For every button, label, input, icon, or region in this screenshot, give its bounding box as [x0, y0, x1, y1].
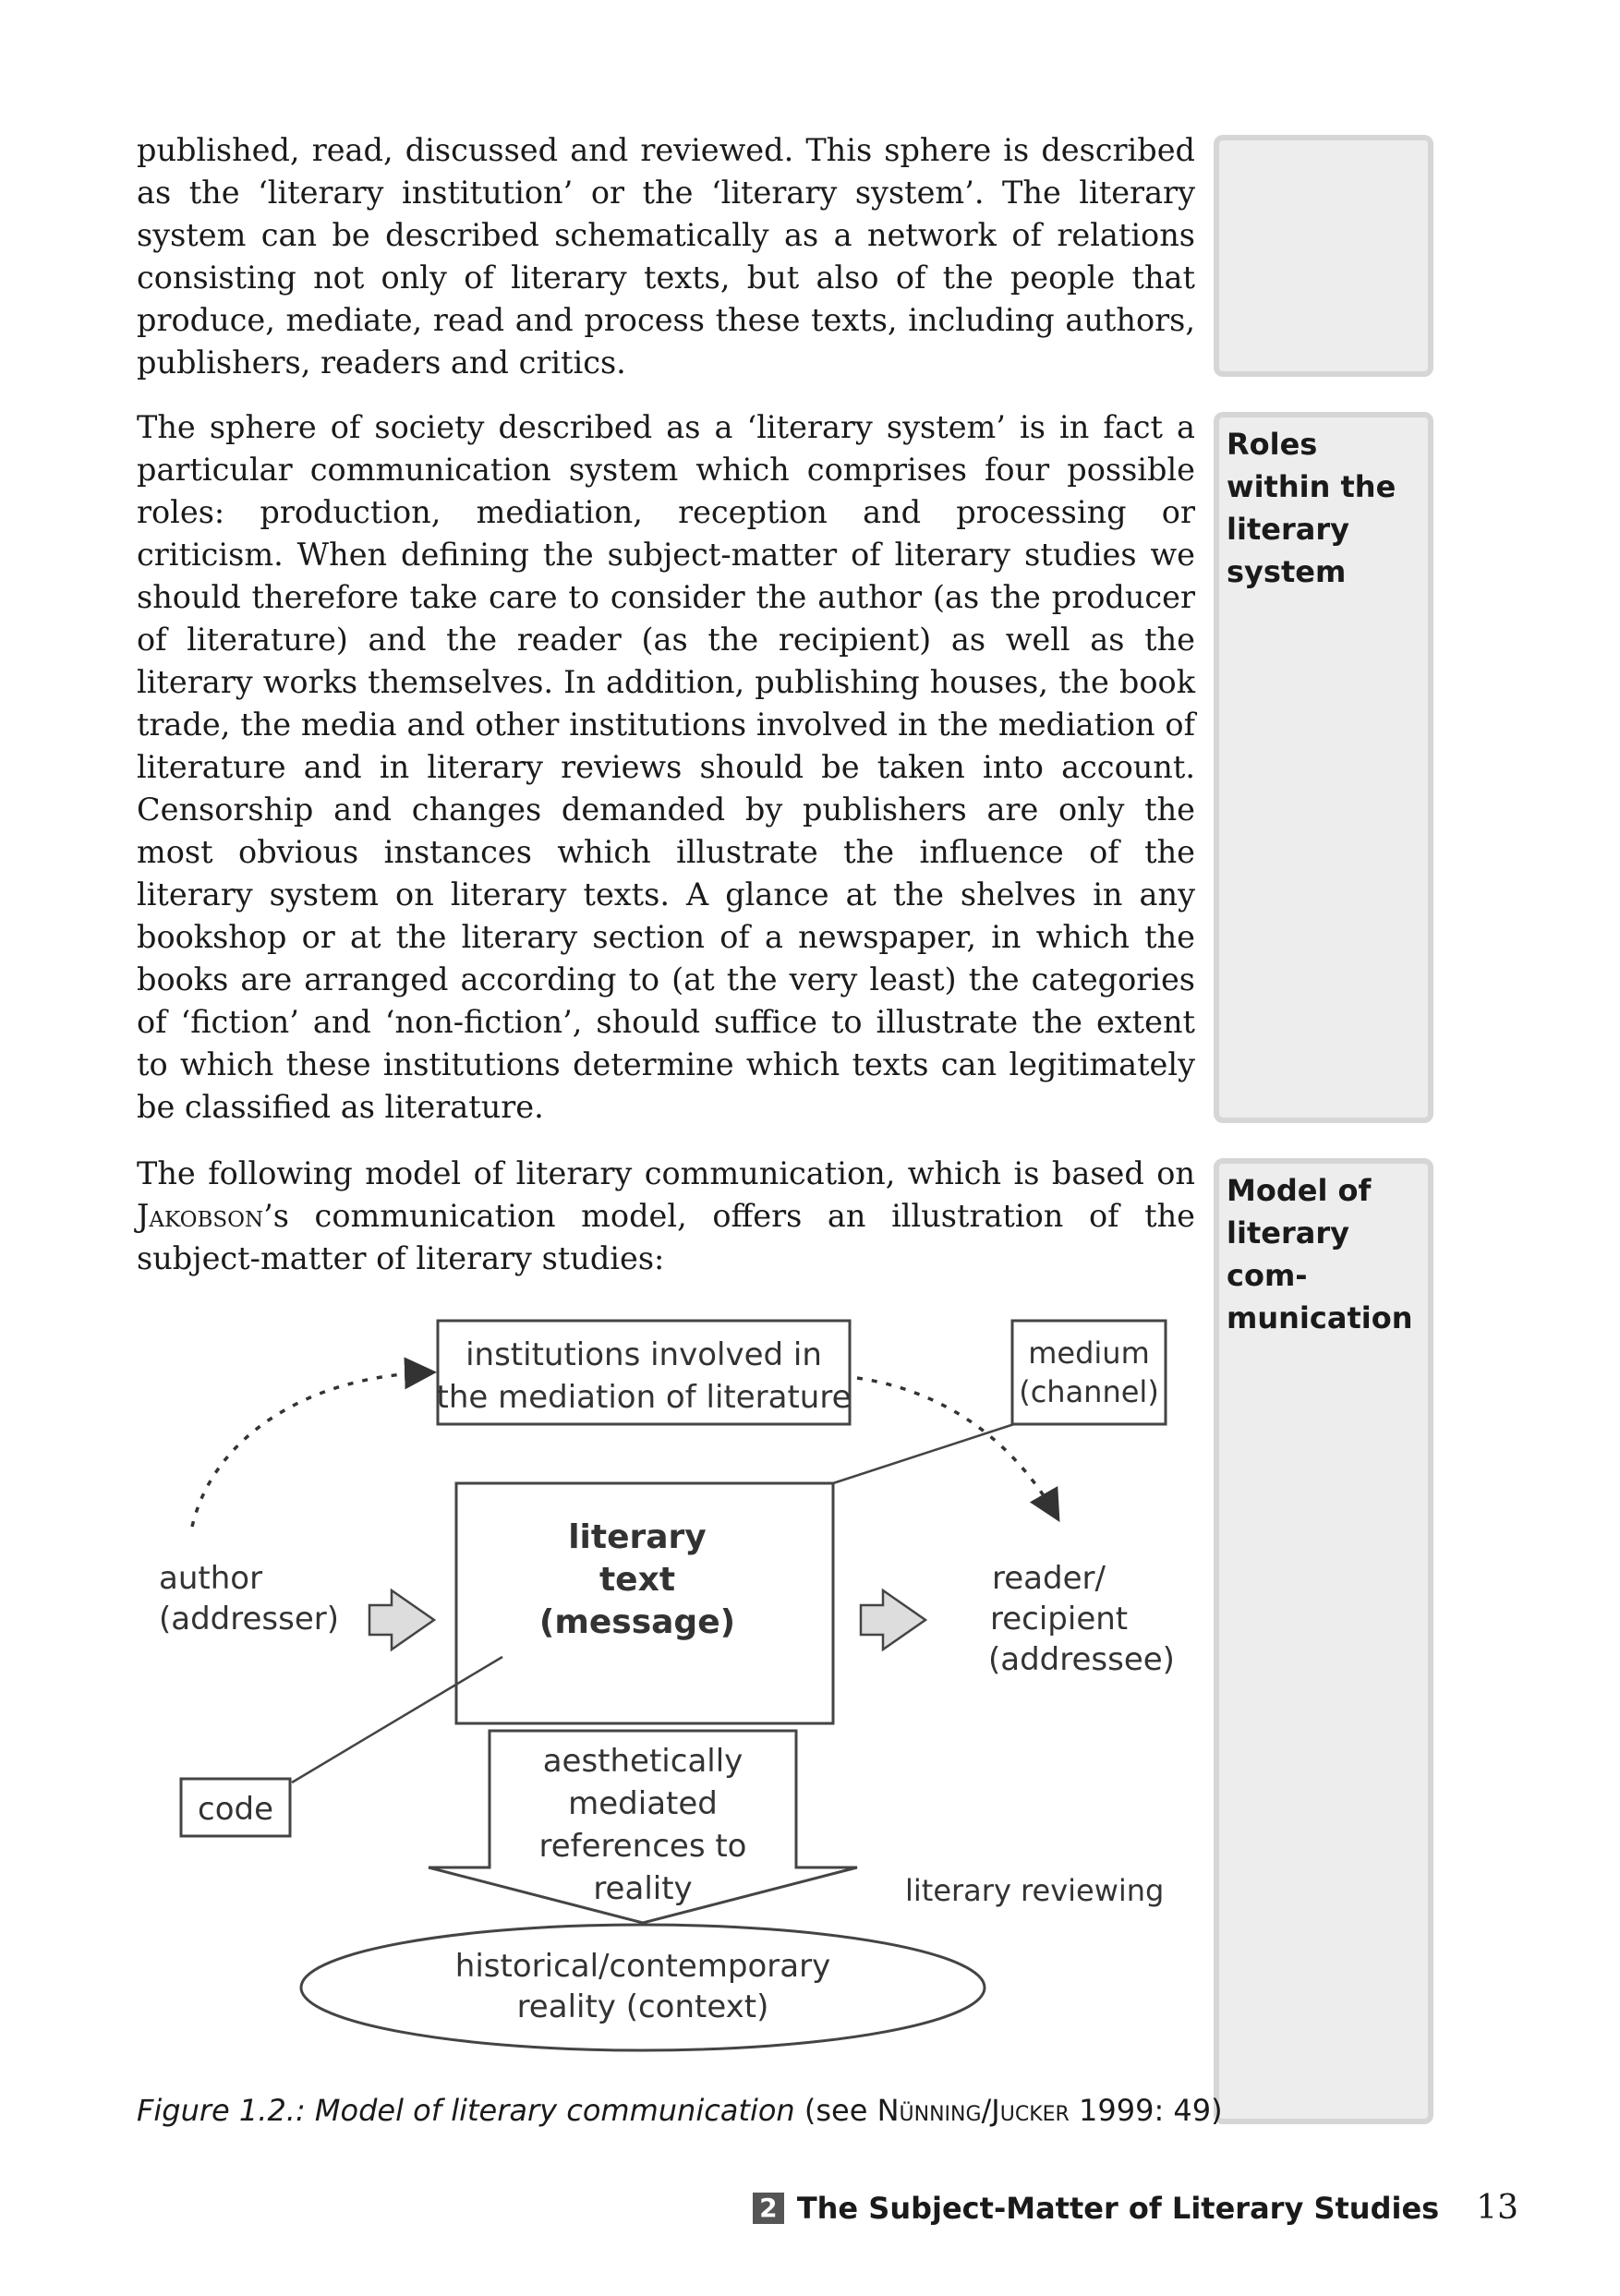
code-box: [179, 1777, 292, 1838]
institutions-box: [436, 1319, 852, 1426]
medium-line-2: (channel): [1019, 1374, 1159, 1409]
sidebar-box-roles: Roles within the literary system: [1214, 412, 1433, 1123]
medium-line-1: medium: [1028, 1335, 1150, 1371]
author-line-2: (addresser): [159, 1601, 339, 1637]
caption-year: 1999: 49): [1069, 2093, 1223, 2128]
paragraph-2: The sphere of society described as a ‘li…: [137, 409, 1195, 1125]
page-footer: 2 The Subject-Matter of Literary Studies…: [752, 2187, 1518, 2230]
caption-authors: Nünning/Jucker: [876, 2093, 1070, 2128]
figure-caption: Figure 1.2.: Model of literary communica…: [137, 2089, 1223, 2132]
page-number: 13: [1476, 2189, 1518, 2227]
author-line-1: author: [159, 1560, 262, 1597]
reader-line-3: (addressee): [988, 1641, 1175, 1678]
references-line-3: references to: [538, 1828, 746, 1865]
literary-text-line-2: text: [599, 1561, 675, 1599]
medium-box: [1010, 1319, 1167, 1426]
chapter-title: The Subject-Matter of Literary Studies: [796, 2191, 1440, 2226]
literary-text-line-3: (message): [539, 1603, 735, 1641]
author-to-text-arrow: [368, 1588, 437, 1652]
text-to-reader-arrow: [859, 1588, 928, 1652]
paragraph-3-end: ’s communication model, offers an illust…: [137, 1198, 1195, 1276]
sidebar-label-model: Model of literary com-munication: [1227, 1173, 1413, 1335]
code-connector: [291, 1655, 503, 1784]
literary-reviewing-label: literary reviewing: [905, 1873, 1164, 1908]
paragraph-3-start: The following model of literary communic…: [137, 1155, 1195, 1191]
references-line-4: reality: [593, 1870, 692, 1907]
literary-text-box: [454, 1481, 835, 1725]
dashed-arc-left: [190, 1357, 437, 1528]
institutions-line-2: the mediation of literature: [436, 1379, 851, 1416]
references-line-2: mediated: [568, 1785, 718, 1822]
sidebar-label-roles: Roles within the literary system: [1227, 427, 1396, 589]
code-label: code: [198, 1791, 273, 1828]
communication-model-diagram: institutions involved in the mediation o…: [159, 1319, 1175, 2052]
chapter-number-badge: 2: [752, 2193, 784, 2224]
references-arrow: [428, 1729, 858, 1925]
reality-line-2: reality (context): [517, 1988, 769, 2025]
sidebar-box-1: [1214, 135, 1433, 377]
reader-line-2: recipient: [990, 1601, 1128, 1637]
references-line-1: aesthetically: [543, 1743, 744, 1780]
literary-text-line-1: literary: [568, 1518, 707, 1556]
figure-title: Figure 1.2.: Model of literary communica…: [137, 2093, 795, 2128]
reality-line-1: historical/contemporary: [455, 1948, 830, 1985]
institutions-line-1: institutions involved in: [465, 1336, 822, 1373]
sidebar-box-model: Model of literary com-munication: [1214, 1158, 1433, 2124]
medium-connector: [832, 1422, 1015, 1485]
caption-see: (see: [794, 2093, 877, 2128]
reality-ellipse: [299, 1923, 986, 2052]
paragraph-3: The following model of literary communic…: [137, 1153, 1195, 1280]
reader-line-1: reader/: [992, 1560, 1106, 1597]
paragraph-3-name: Jakobson: [137, 1198, 264, 1234]
paragraph-1: published, read, discussed and reviewed.…: [137, 132, 1195, 381]
